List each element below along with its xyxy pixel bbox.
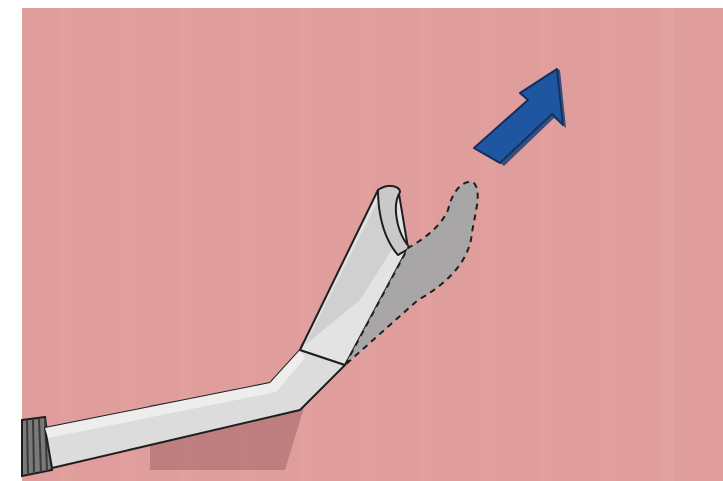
tool-illustration (0, 0, 723, 481)
illustration-stage (0, 0, 723, 481)
